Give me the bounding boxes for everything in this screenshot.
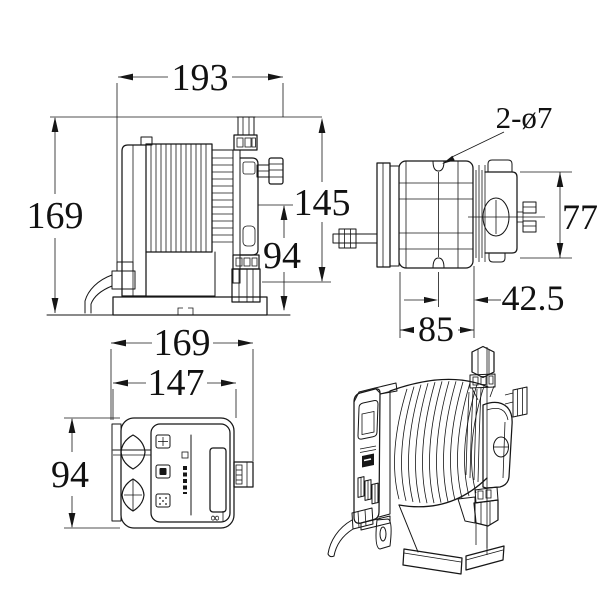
panel-buttons (155, 434, 171, 508)
power-cord (84, 261, 136, 314)
button-start (155, 493, 171, 508)
dim-side-overall-height: 169 (27, 195, 84, 237)
lcd-display (209, 447, 227, 513)
knob-lower (121, 478, 145, 512)
panel-label-column (181, 434, 192, 516)
mounting-hole-top (432, 160, 445, 172)
front-view-pump: ∞ (111, 417, 254, 529)
dim-side-knob-height: 94 (263, 235, 301, 277)
button-set (155, 464, 171, 479)
iso-base (360, 515, 505, 575)
iso-suction-valve (457, 486, 499, 548)
button-mode (155, 434, 171, 449)
mounting-base (112, 296, 268, 316)
side-view-pump (84, 116, 284, 316)
isometric-view (327, 345, 528, 575)
dim-bottom-head-width: 77 (562, 197, 598, 237)
side-view: 193 169 145 94 (27, 57, 351, 316)
iso-display (357, 400, 379, 440)
dim-front-overall-width: 169 (154, 322, 211, 364)
solenoid-fins (145, 143, 216, 297)
knob-upper (112, 434, 152, 470)
bottom-view-pump (332, 159, 545, 269)
iso-vent-slots (357, 476, 379, 505)
iso-power-cord (327, 507, 374, 558)
iso-discharge-valve (469, 345, 496, 401)
callout-mounting-holes: 2-ø7 (496, 100, 553, 135)
mounting-hole-bottom (432, 257, 445, 269)
iso-side-connector (504, 386, 528, 418)
iso-pump-head (465, 347, 513, 555)
pump-head-bottom (468, 159, 545, 263)
flow-knob (516, 201, 537, 233)
front-view-dimensions: 169 147 94 (51, 322, 254, 529)
stroke-knob (256, 157, 284, 185)
mounting-bracket (398, 160, 474, 269)
dim-side-overall-width: 193 (172, 57, 229, 99)
side-flange (111, 423, 122, 522)
mounting-ear (140, 136, 153, 146)
bottom-view-dimensions: 2-ø7 77 42.5 85 (399, 100, 598, 349)
bottom-view: 2-ø7 77 42.5 85 (332, 100, 598, 349)
front-panel-inset (150, 423, 231, 523)
iso-head-boss (493, 436, 509, 458)
dim-bottom-hole-offset: 42.5 (502, 278, 565, 318)
discharge-fitting (233, 116, 258, 151)
iso-control-box (353, 382, 398, 524)
front-view: 169 147 94 (51, 322, 254, 529)
iso-button (362, 453, 374, 468)
dim-side-fitting-height: 145 (294, 182, 351, 224)
dim-bottom-bracket-width: 85 (418, 309, 454, 349)
dim-front-body-width: 147 (148, 362, 205, 404)
side-view-dimensions: 193 169 145 94 (27, 57, 351, 316)
terminal-connector (233, 461, 254, 488)
dim-front-body-height: 94 (51, 454, 89, 496)
panel-infinity-mark: ∞ (210, 511, 221, 526)
